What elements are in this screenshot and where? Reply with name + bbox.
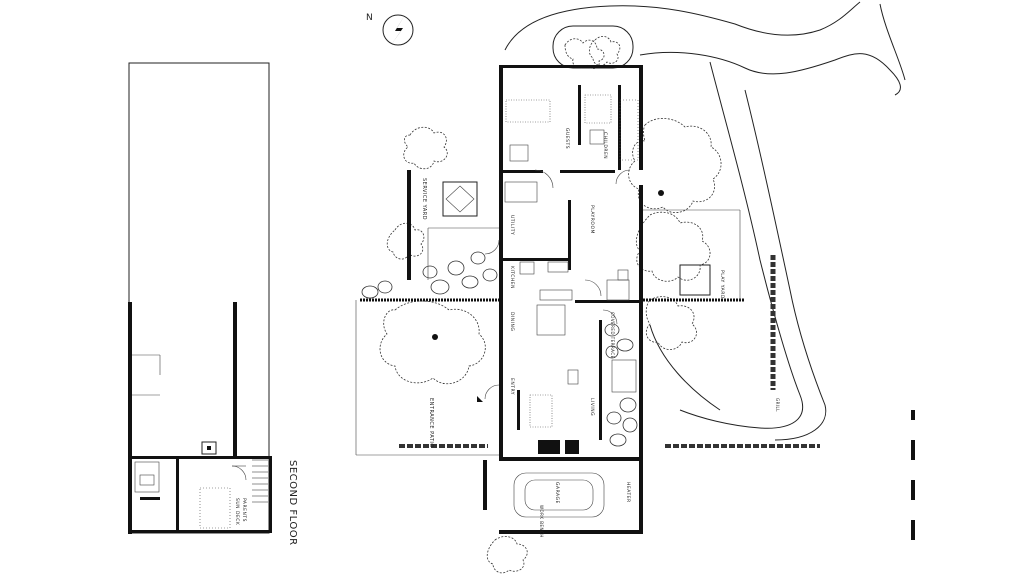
label-children: CHILDREN xyxy=(602,132,608,159)
garden-path xyxy=(504,1,906,441)
label-work-bench: WORK BENCH xyxy=(539,505,544,538)
label-grill: GRILL xyxy=(775,398,780,412)
main-floor-walls xyxy=(407,65,643,534)
label-parents: PARENTS xyxy=(241,498,247,522)
label-playroom: PLAYROOM xyxy=(589,205,595,234)
north-label: N xyxy=(366,13,373,23)
second-floor-title: SECOND FLOOR xyxy=(287,460,298,546)
label-sun-deck: SUN DECK xyxy=(234,498,240,526)
label-kitchen: KITCHEN xyxy=(509,266,515,289)
scale-bar-icon xyxy=(911,410,915,540)
label-covered-terrace: COVERED TERRACE xyxy=(610,312,615,359)
label-entry: ENTRY xyxy=(509,378,515,395)
label-heater: HEATER xyxy=(625,482,631,503)
label-living: LIVING xyxy=(589,398,595,416)
label-play-yard: PLAY YARD xyxy=(719,270,725,299)
label-garage: GARAGE xyxy=(554,482,560,504)
second-floor-plan xyxy=(128,62,272,534)
north-arrow-icon xyxy=(382,14,414,46)
stone-paving xyxy=(361,251,638,447)
label-utility: UTILITY xyxy=(509,215,515,235)
label-service-yard: SERVICE YARD xyxy=(421,178,427,220)
label-entrance-patio: ENTRANCE PATIO xyxy=(428,398,434,448)
site-walls xyxy=(355,209,820,456)
garden-trees xyxy=(379,25,722,574)
label-guests: GUESTS xyxy=(564,128,570,149)
interior-fixtures xyxy=(442,94,711,518)
entry-marker-icon xyxy=(477,396,483,402)
label-dining: DINING xyxy=(509,312,515,331)
